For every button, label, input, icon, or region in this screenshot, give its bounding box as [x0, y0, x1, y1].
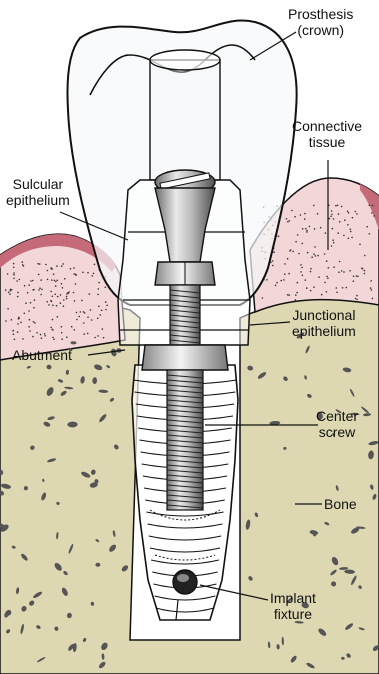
label-abutment: Abutment	[12, 347, 72, 363]
label-junctional-line1: Junctional	[292, 307, 356, 323]
abutment-post	[150, 60, 220, 180]
label-center-screw: Center screw	[316, 408, 358, 440]
label-connective-line2: tissue	[292, 134, 362, 150]
label-implant-line1: Implant	[270, 590, 316, 606]
label-prosthesis-line2: (crown)	[288, 22, 353, 38]
fixture-collar	[142, 345, 228, 370]
label-center-line2: screw	[316, 424, 358, 440]
label-sulcular-line1: Sulcular	[6, 176, 70, 192]
label-prosthesis-line1: Prosthesis	[288, 6, 353, 22]
implant-vent-hole	[173, 570, 197, 594]
label-bone: Bone	[324, 496, 357, 512]
label-center-line1: Center	[316, 408, 358, 424]
label-connective-line1: Connective	[292, 118, 362, 134]
abutment-post-top	[150, 50, 220, 70]
label-sulcular-line2: epithelium	[6, 192, 70, 208]
label-connective-tissue: Connective tissue	[292, 118, 362, 150]
label-junctional-epithelium: Junctional epithelium	[292, 307, 356, 339]
label-implant-line2: fixture	[270, 606, 316, 622]
label-prosthesis: Prosthesis (crown)	[288, 6, 353, 38]
label-implant-fixture: Implant fixture	[270, 590, 316, 622]
label-junctional-line2: epithelium	[292, 323, 356, 339]
label-sulcular-epithelium: Sulcular epithelium	[6, 176, 70, 208]
